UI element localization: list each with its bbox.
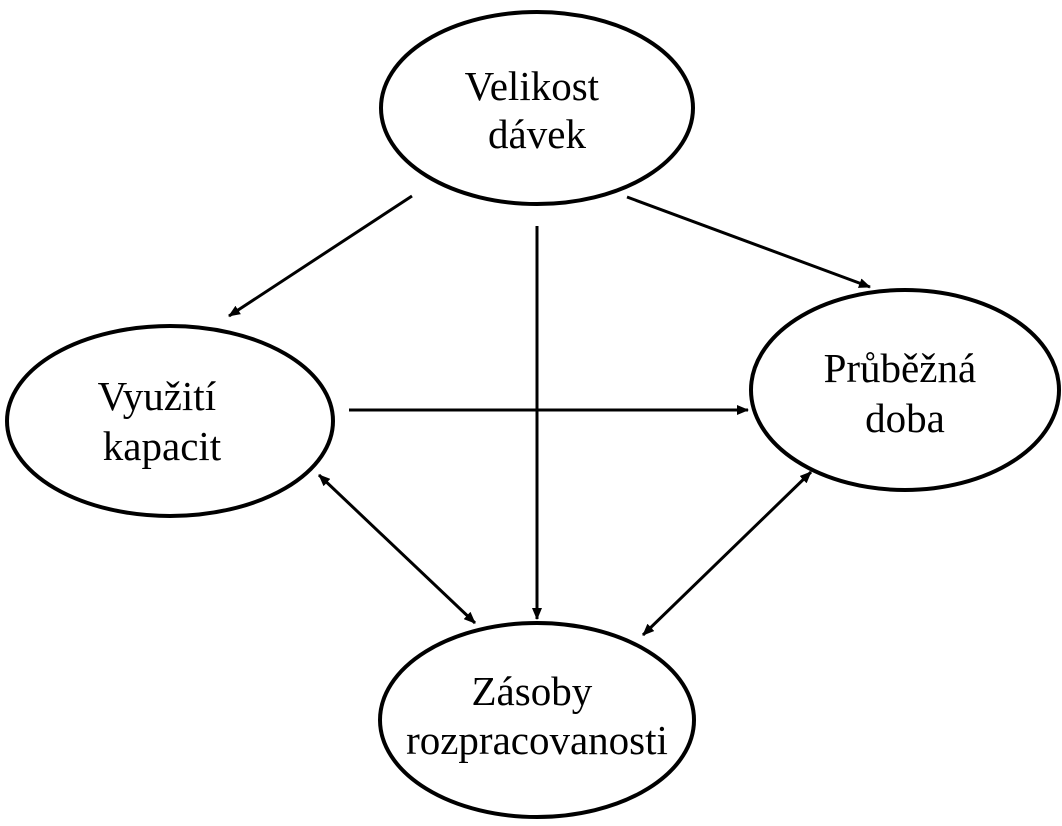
node-lead-time-label-line1: Průběžná <box>824 345 977 391</box>
node-capacity-utilization: Využití kapacit <box>5 324 335 518</box>
node-batch-size-label-line2: dávek <box>488 111 586 157</box>
node-wip-inventory-label: Zásoby rozpracovanosti <box>406 668 668 763</box>
edge-capacity-utilization-wip-inventory-bidirectional <box>317 473 477 625</box>
node-capacity-utilization-label-line1: Využití <box>98 373 216 419</box>
node-lead-time-label-line2: doba <box>865 395 945 441</box>
node-wip-inventory: Zásoby rozpracovanosti <box>378 621 696 819</box>
edge-lead-time-wip-inventory-bidirectional <box>641 470 813 637</box>
node-capacity-utilization-label: Využití kapacit <box>98 373 227 469</box>
node-batch-size-label-line1: Velikost <box>465 63 600 109</box>
node-wip-inventory-label-line1: Zásoby <box>472 668 593 714</box>
node-batch-size: Velikost dávek <box>379 10 695 206</box>
node-wip-inventory-label-line2: rozpracovanosti <box>406 717 668 763</box>
node-lead-time-shape <box>749 288 1061 492</box>
node-batch-size-shape <box>379 10 695 206</box>
edge-batch-size-to-capacity-utilization <box>228 194 413 318</box>
node-capacity-utilization-shape <box>5 324 335 518</box>
edge-batch-size-to-lead-time <box>626 195 871 289</box>
node-wip-inventory-shape <box>378 621 696 819</box>
node-capacity-utilization-label-line2: kapacit <box>103 423 222 469</box>
node-batch-size-label: Velikost dávek <box>465 63 610 157</box>
node-lead-time: Průběžná doba <box>749 288 1061 492</box>
node-lead-time-label: Průběžná doba <box>824 345 987 441</box>
